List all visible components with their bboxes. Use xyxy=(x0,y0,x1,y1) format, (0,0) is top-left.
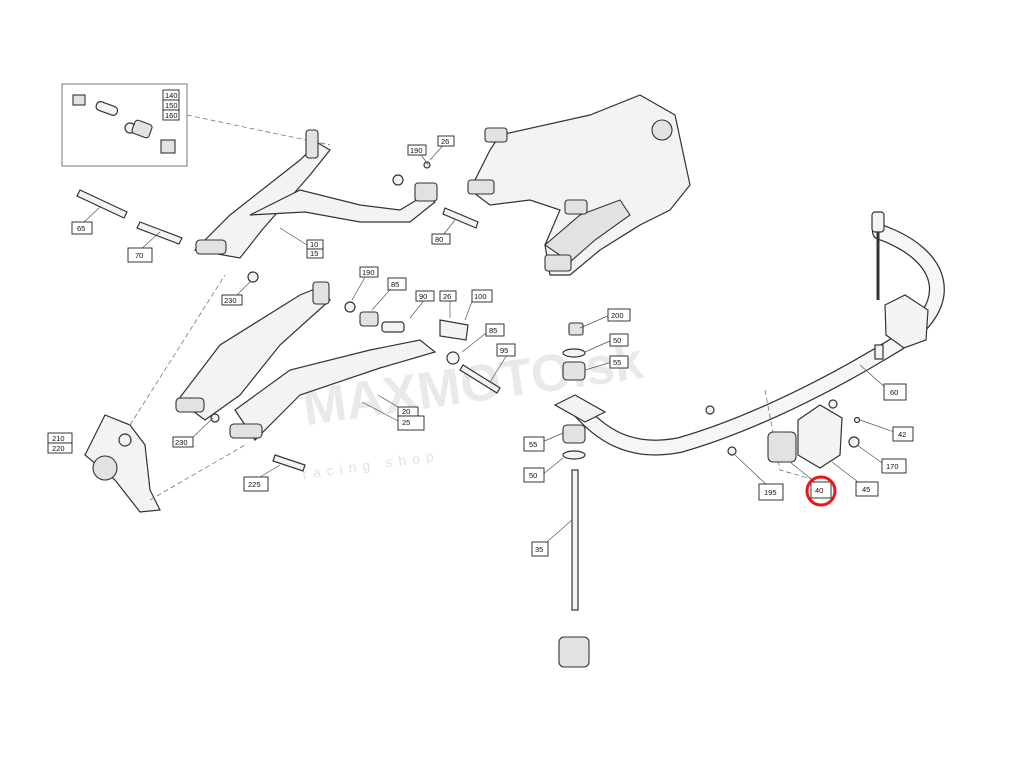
callout-210-text: 210 xyxy=(52,434,65,443)
sway-link-stack xyxy=(558,322,590,668)
callout-190-upper-text: 190 xyxy=(410,146,423,155)
lower-control-arm xyxy=(175,271,501,472)
callout-35-text: 35 xyxy=(535,545,543,554)
bushing-bracket xyxy=(727,389,861,481)
callout-90: 90 xyxy=(415,290,435,302)
watermark-sub: racing shop xyxy=(301,447,440,482)
callout-230-upper-text: 230 xyxy=(224,296,237,305)
callout-40-text: 40 xyxy=(815,486,823,495)
callout-150-text: 150 xyxy=(165,101,178,110)
callout-10-text: 10 xyxy=(310,240,318,249)
callout-10: 10 xyxy=(306,239,324,250)
callout-80-text: 80 xyxy=(435,235,443,244)
callout-26-lower-text: 26 xyxy=(443,292,451,301)
callout-90-text: 90 xyxy=(419,292,427,301)
callout-140-text: 140 xyxy=(165,91,178,100)
callout-42-text: 42 xyxy=(898,430,906,439)
callout-40: 40 xyxy=(805,475,837,507)
sway-bar xyxy=(553,211,945,456)
callout-50-bottom-text: 50 xyxy=(529,471,537,480)
callout-55-top-text: 55 xyxy=(613,358,621,367)
callout-150: 150 xyxy=(162,99,180,111)
callout-95-text: 95 xyxy=(500,346,508,355)
callout-190-upper: 190 xyxy=(407,144,427,156)
callout-26-upper: 26 xyxy=(437,135,455,147)
frame-section xyxy=(467,94,691,276)
callout-195-text: 195 xyxy=(764,488,777,497)
callouts: 140 150 160 65 70 10 15 230 190 26 80 19… xyxy=(47,89,914,557)
callout-15: 15 xyxy=(306,248,324,259)
bushing-detail-inset xyxy=(61,83,331,167)
callout-160-text: 160 xyxy=(165,111,178,120)
callout-20-text: 20 xyxy=(402,407,410,416)
callout-65: 65 xyxy=(71,221,93,235)
callout-60: 60 xyxy=(883,383,907,401)
callout-140: 140 xyxy=(162,89,180,101)
watermark: MAXMOTO.sk racing shop xyxy=(299,332,647,482)
callout-190-lower-text: 190 xyxy=(362,268,375,277)
callout-25: 25 xyxy=(397,415,425,431)
upper-control-arm xyxy=(76,129,479,259)
callout-50-bottom: 50 xyxy=(523,467,545,483)
callout-230-lower-text: 230 xyxy=(175,438,188,447)
callout-200: 200 xyxy=(607,308,631,322)
callout-50-top-text: 50 xyxy=(613,336,621,345)
callout-50-top: 50 xyxy=(609,333,629,347)
callout-95: 95 xyxy=(496,343,516,357)
callout-85-right: 85 xyxy=(485,323,505,337)
callout-220-text: 220 xyxy=(52,444,65,453)
callout-42: 42 xyxy=(892,426,914,442)
callout-25-text: 25 xyxy=(402,418,410,427)
callout-85-right-text: 85 xyxy=(489,326,497,335)
callout-170: 170 xyxy=(881,458,907,474)
callout-210: 210 xyxy=(47,432,73,444)
callout-55-bottom-text: 55 xyxy=(529,440,537,449)
callout-65-text: 65 xyxy=(77,224,85,233)
callout-170-text: 170 xyxy=(886,462,899,471)
callout-26-upper-text: 26 xyxy=(441,137,449,146)
callout-55-top: 55 xyxy=(609,355,629,369)
callout-55-bottom: 55 xyxy=(523,436,545,452)
callout-60-text: 60 xyxy=(890,388,898,397)
callout-26-lower: 26 xyxy=(439,290,457,302)
callout-15-text: 15 xyxy=(310,249,318,258)
callout-100-text: 100 xyxy=(474,292,487,301)
callout-220: 220 xyxy=(47,442,73,454)
highlight-circle xyxy=(805,475,837,507)
callout-195: 195 xyxy=(758,483,784,501)
callout-80: 80 xyxy=(431,233,451,245)
callout-225: 225 xyxy=(243,476,269,492)
callout-35: 35 xyxy=(531,541,549,557)
callout-200-text: 200 xyxy=(611,311,624,320)
callout-45: 45 xyxy=(855,481,879,497)
callout-45-text: 45 xyxy=(862,485,870,494)
callout-190-lower: 190 xyxy=(359,266,379,278)
callout-85-left: 85 xyxy=(387,277,407,291)
callout-70: 70 xyxy=(127,247,153,263)
callout-160: 160 xyxy=(162,109,180,121)
callout-100: 100 xyxy=(471,289,493,303)
callout-230-lower: 230 xyxy=(172,436,194,448)
callout-70-text: 70 xyxy=(135,251,143,260)
callout-20: 20 xyxy=(397,406,419,417)
callout-85-left-text: 85 xyxy=(391,280,399,289)
callout-225-text: 225 xyxy=(248,480,261,489)
callout-230-upper: 230 xyxy=(221,294,243,306)
knuckle xyxy=(84,274,246,513)
